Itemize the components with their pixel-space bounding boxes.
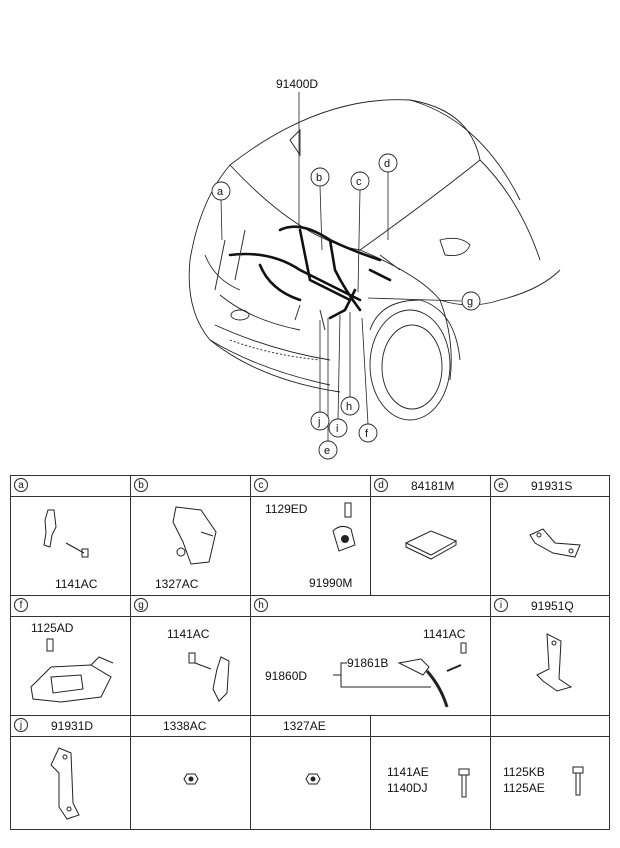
callout-h: h xyxy=(340,396,360,416)
part-label: 1140DJ xyxy=(387,781,428,795)
header-b: b xyxy=(131,476,251,497)
bolt-clip-icon xyxy=(188,652,230,702)
part-label: 91990M xyxy=(309,576,353,590)
bracket-icon xyxy=(536,633,573,692)
cell-h: 1141AC 91861B 91860D xyxy=(251,617,491,716)
header-empty-4 xyxy=(371,716,491,737)
bolt-icon xyxy=(572,766,584,796)
svg-text:e: e xyxy=(324,445,330,457)
part-label: 1141AC xyxy=(423,627,466,641)
nut-icon xyxy=(183,773,199,785)
bolt-bracket-icon xyxy=(332,502,356,552)
svg-text:a: a xyxy=(217,186,224,198)
nut-icon xyxy=(305,773,321,785)
svg-text:h: h xyxy=(346,401,352,413)
bracket-cover-icon xyxy=(172,506,217,565)
header-f: f xyxy=(11,596,131,617)
svg-text:i: i xyxy=(336,423,338,435)
svg-text:b: b xyxy=(316,172,322,184)
bracket-icon xyxy=(529,528,581,558)
cell-j xyxy=(11,737,131,829)
part-label: 1327AC xyxy=(155,577,199,591)
callout-b: b xyxy=(310,167,330,187)
cell-i xyxy=(491,617,609,716)
part-label: 1141AE xyxy=(387,765,429,779)
part-label: 1129ED xyxy=(265,502,308,516)
cell-d xyxy=(371,497,491,596)
header-a: a xyxy=(11,476,131,497)
header-e: e 91931S xyxy=(491,476,609,497)
car-wiring-illustration: 91400D a b c d j e i h f g xyxy=(188,77,561,460)
svg-text:d: d xyxy=(384,158,390,170)
long-bracket-icon xyxy=(50,747,80,820)
part-label: 1125KB xyxy=(503,765,545,779)
header-j: j 91931D xyxy=(11,716,131,737)
cell-b: 1327AC xyxy=(131,497,251,596)
callout-g: g xyxy=(461,291,481,311)
svg-text:f: f xyxy=(365,428,369,440)
cell-c: 1129ED 91990M xyxy=(251,497,371,596)
cell-f: 1125AD xyxy=(11,617,131,716)
cell-a: 1141AC xyxy=(11,497,131,596)
header-1327AE: 1327AE xyxy=(251,716,371,737)
cell-1327AE xyxy=(251,737,371,829)
cell-1338AC xyxy=(131,737,251,829)
header-h: h xyxy=(251,596,491,617)
header-d: d 84181M xyxy=(371,476,491,497)
pad-icon xyxy=(404,530,458,560)
part-label: 1125AE xyxy=(503,781,545,795)
svg-text:j: j xyxy=(317,416,320,428)
bracket-clip-icon xyxy=(43,509,89,558)
cell-g: 1141AC xyxy=(131,617,251,716)
header-1338AC: 1338AC xyxy=(131,716,251,737)
parts-table: a b c d 84181M e 91931S 1141AC 1327AC 11… xyxy=(10,475,610,830)
svg-text:c: c xyxy=(356,176,362,188)
part-label: 1141AC xyxy=(55,577,98,591)
cell-bolts-1: 1141AE 1140DJ xyxy=(371,737,491,829)
part-label: 1141AC xyxy=(167,627,210,641)
callout-c: c xyxy=(350,171,370,191)
part-label: 91861B xyxy=(347,656,389,670)
part-label: 91860D xyxy=(265,669,308,683)
header-i: i 91951Q xyxy=(491,596,609,617)
header-g: g xyxy=(131,596,251,617)
part-label: 1125AD xyxy=(31,621,74,635)
cell-e xyxy=(491,497,609,596)
callout-f: f xyxy=(358,423,378,443)
relay-box-icon xyxy=(30,638,114,703)
battery-cable-icon xyxy=(333,642,467,708)
bolt-icon xyxy=(458,768,470,798)
callout-i: i xyxy=(328,418,348,438)
svg-text:g: g xyxy=(467,296,473,308)
header-c: c xyxy=(251,476,371,497)
callout-j: j xyxy=(310,411,330,431)
callout-a: a xyxy=(211,181,231,201)
callout-e: e xyxy=(318,440,338,460)
cell-bolts-2: 1125KB 1125AE xyxy=(491,737,609,829)
main-harness-label: 91400D xyxy=(276,77,318,91)
callout-d: d xyxy=(378,153,398,173)
header-empty-5 xyxy=(491,716,609,737)
